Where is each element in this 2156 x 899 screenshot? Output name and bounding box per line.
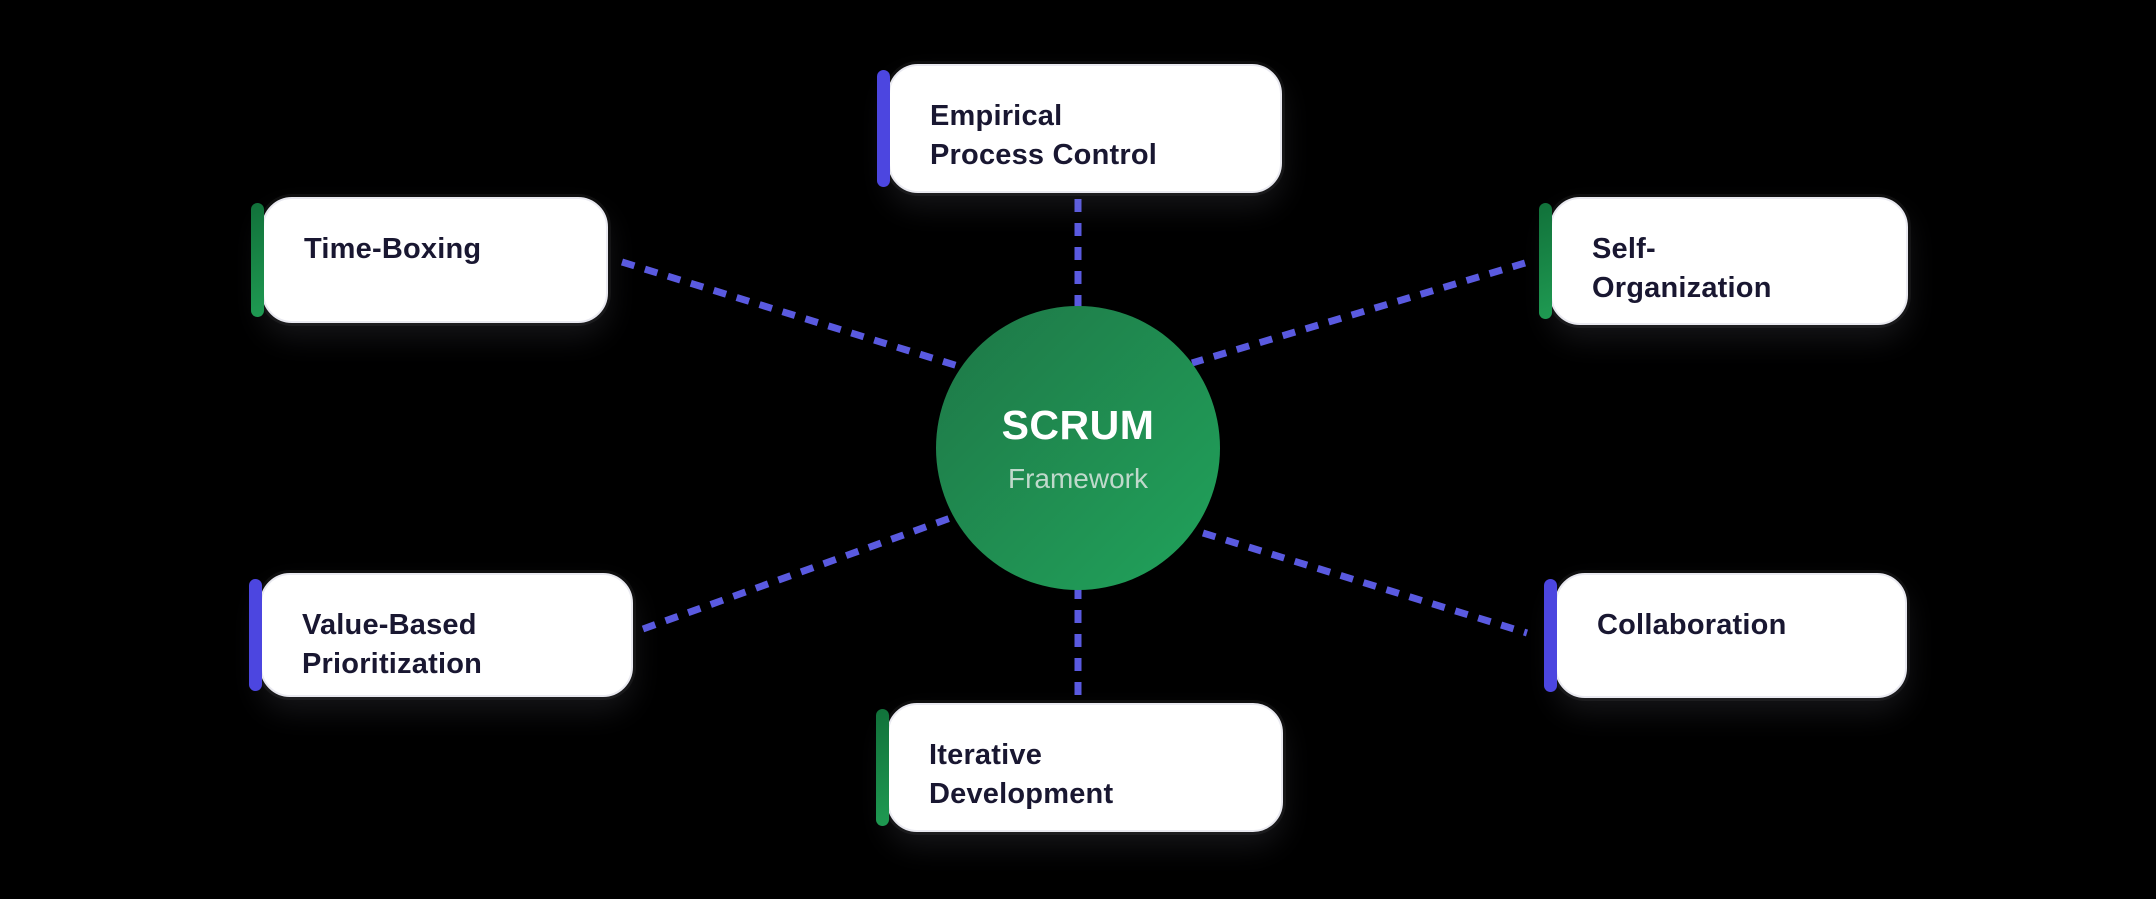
card-label: Iterative Development [929, 739, 1114, 810]
card-label: Empirical Process Control [930, 100, 1157, 171]
card-accent-bar [1539, 203, 1552, 319]
node-card-value-based-prioritization: Value-Based Prioritization [249, 573, 633, 697]
card-accent-bar [251, 203, 264, 317]
connector-line-top-right [1190, 259, 1527, 367]
scrum-center-node: SCRUM Framework [936, 306, 1220, 590]
scrum-subtitle: Framework [1007, 462, 1148, 494]
card-accent-bar [877, 70, 890, 187]
connector-line-bottom-left [641, 508, 969, 633]
card-label: Self- Organization [1592, 233, 1772, 304]
connector-line-top-left [620, 258, 960, 370]
node-card-empirical-process-control: Empirical Process Control [877, 64, 1282, 193]
node-card-collaboration: Collaboration [1544, 573, 1907, 698]
card-label: Collaboration [1597, 609, 1787, 641]
card-label: Time-Boxing [304, 233, 482, 265]
node-card-self-organization: Self- Organization [1539, 197, 1908, 325]
node-card-time-boxing: Time-Boxing [251, 197, 608, 323]
node-card-iterative-development: Iterative Development [876, 703, 1283, 832]
card-label: Value-Based Prioritization [302, 609, 483, 680]
scrum-title: SCRUM [1001, 401, 1155, 448]
card-accent-bar [876, 709, 889, 826]
card-accent-bar [1544, 579, 1557, 692]
card-accent-bar [249, 579, 262, 691]
connector-line-bottom-right [1201, 529, 1529, 637]
